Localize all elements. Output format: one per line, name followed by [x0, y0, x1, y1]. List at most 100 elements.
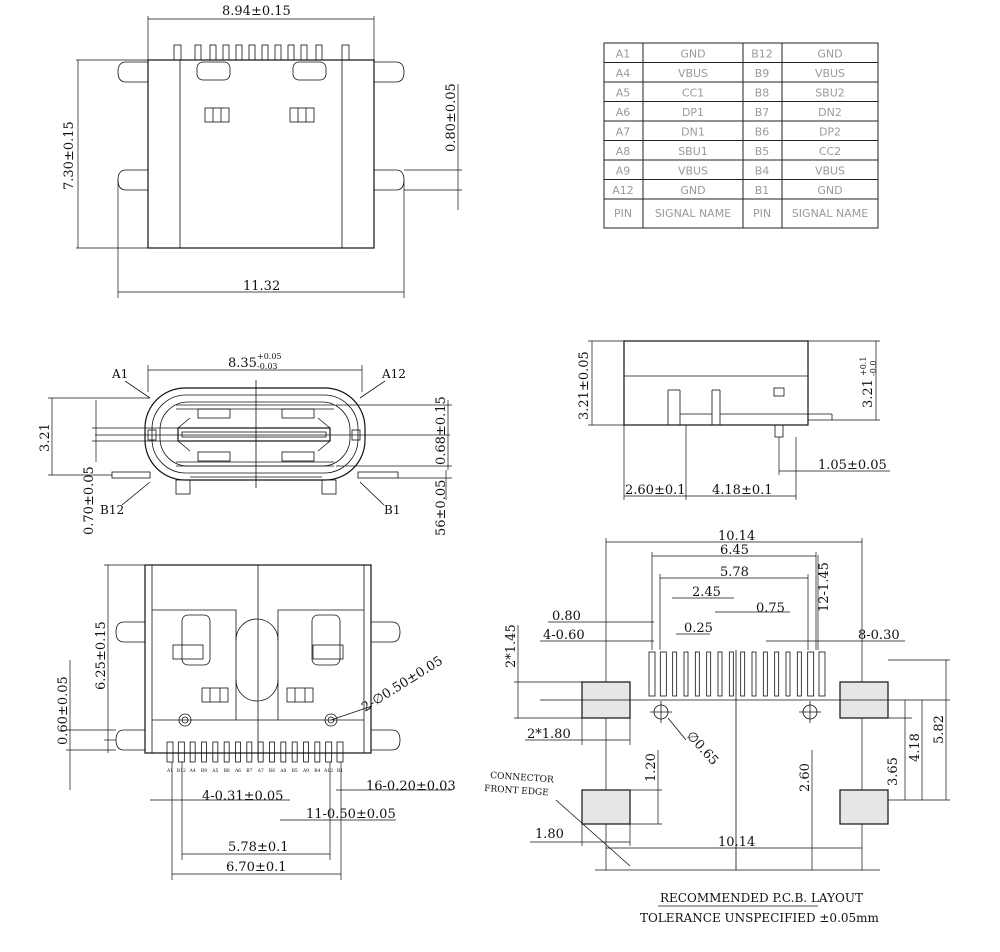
pin-table-cell: CC2: [819, 145, 841, 158]
bottom-pin-label: B7: [246, 768, 252, 774]
bottom-pin-label: A6: [234, 768, 241, 774]
pcb-signal-pad: [694, 651, 700, 697]
pin-table-header: SIGNAL NAME: [655, 207, 731, 220]
pin-table-cell: A9: [616, 165, 631, 178]
pin-table-cell: DN2: [818, 106, 842, 119]
pin-table-cell: VBUS: [815, 165, 845, 178]
top-dim-pin-offset: 0.80±0.05: [444, 83, 459, 152]
side-view: 3.21±0.05 3.21 +0.1 -0.0 2.60±0.1 4.18±0…: [577, 340, 890, 500]
pin-table-cell: A7: [616, 126, 631, 139]
bottom-pin-label: B9: [201, 768, 207, 774]
pcb-dim-d: 0.75: [756, 601, 785, 616]
pin-table-header: SIGNAL NAME: [792, 207, 868, 220]
pcb-signal-pad: [762, 651, 768, 697]
bottom-pin-label: B8: [224, 768, 230, 774]
side-dim-height-left: 3.21±0.05: [577, 351, 592, 420]
pin-table-cell: VBUS: [815, 67, 845, 80]
bottom-pin: [235, 741, 241, 763]
pcb-signal-pads: [648, 651, 826, 697]
bottom-pin-label: A4: [189, 768, 196, 774]
pcb-dim-f: 0.80: [552, 609, 581, 624]
pcb-dim-s: 5.82: [932, 715, 947, 744]
footer-line-1: RECOMMENDED P.C.B. LAYOUT: [660, 891, 863, 905]
pcb-signal-pad: [785, 651, 791, 697]
front-dim-center: 0.70±0.05: [82, 466, 97, 535]
front-dim-width-tol-upper: +0.05: [257, 352, 282, 361]
pcb-dim-h: 8-0.30: [858, 628, 900, 643]
pin-table-cell: B5: [755, 145, 770, 158]
side-dim-c: 1.05±0.05: [818, 458, 887, 473]
front-label-a1: A1: [111, 367, 128, 381]
bottom-pin: [166, 741, 174, 763]
top-view: 8.94±0.15: [62, 4, 462, 298]
pcb-pad-right-lower: [839, 789, 889, 825]
bottom-dim-pins-b: 16-0.20±0.03: [366, 779, 456, 794]
pcb-signal-pad: [672, 651, 678, 697]
top-dim-overall: 11.32: [243, 279, 280, 294]
front-label-a12: A12: [381, 367, 406, 381]
pcb-signal-pad: [740, 651, 746, 697]
pcb-layout: 10.14 6.45 5.78 2.45 0.75 0.25 0.80 4-0.…: [484, 529, 950, 871]
pin-table-cell: GND: [817, 48, 842, 61]
bottom-pin: [291, 741, 298, 763]
bottom-pin: [303, 741, 309, 763]
front-label-b12: B12: [100, 503, 124, 517]
pcb-dim-p: 2.60: [798, 763, 813, 792]
pcb-signal-pad: [751, 651, 757, 697]
pin-table-cell: GND: [817, 184, 842, 197]
front-dim-slot: 0.68±0.15: [434, 396, 449, 465]
front-dim-tail: 56±0.05: [434, 480, 449, 536]
pcb-dim-k: 2*1.80: [527, 727, 571, 742]
pin-table-cell: DP1: [682, 106, 704, 119]
pin-table-cell: DP2: [819, 126, 841, 139]
pin-table-cell: B6: [755, 126, 770, 139]
front-dim-width-tol-lower: -0.03: [257, 362, 278, 371]
side-dim-b: 4.18±0.1: [712, 483, 773, 498]
pcb-signal-pad: [706, 651, 712, 697]
bottom-dim-span-b: 6.70±0.1: [226, 860, 287, 875]
pin-table-cell: A8: [616, 145, 631, 158]
pin-table-cell: CC1: [682, 87, 704, 100]
side-dim-height-right-tol-lower: -0.0: [869, 361, 878, 376]
side-body: [623, 340, 809, 426]
bottom-pin-label: B4: [314, 768, 320, 774]
pcb-signal-pad: [717, 651, 723, 697]
bottom-pin: [280, 741, 287, 763]
bottom-pin: [177, 741, 185, 763]
pin-table-cell: B12: [751, 48, 773, 61]
pin-table-cell: B8: [755, 87, 770, 100]
bottom-pin-label: A8: [279, 768, 286, 774]
pin-table-cell: GND: [680, 48, 705, 61]
top-body: [147, 59, 375, 249]
pcb-signal-pad: [774, 651, 780, 697]
bottom-pin: [189, 741, 196, 763]
bottom-dim-body: 6.25±0.15: [94, 621, 109, 690]
footer: RECOMMENDED P.C.B. LAYOUT TOLERANCE UNSP…: [640, 891, 880, 925]
pcb-dim-i: 12-1.45: [817, 562, 832, 612]
bottom-dim-offset: 0.60±0.05: [56, 676, 71, 745]
bottom-pin: [201, 741, 207, 763]
latch-window-left: [204, 107, 230, 123]
pin-table-cell: B1: [755, 184, 770, 197]
bottom-pin-label: B12: [177, 768, 186, 774]
pcb-signal-pad: [659, 651, 667, 697]
bottom-pin: [314, 741, 321, 763]
pcb-dim-j: 2*1.45: [504, 624, 519, 668]
bottom-pin-label: A1: [166, 768, 173, 774]
top-dim-width: 8.94±0.15: [222, 4, 291, 19]
side-dim-height-right: 3.21: [861, 379, 876, 408]
pin-table-cell: A5: [616, 87, 631, 100]
pcb-signal-pad: [807, 651, 815, 697]
pin-table-cell: A12: [612, 184, 634, 197]
pin-table-cell: A4: [616, 67, 631, 80]
pin-table-cell: SBU2: [815, 87, 845, 100]
bottom-pin-label: A5: [211, 768, 218, 774]
bottom-pin: [336, 741, 344, 763]
front-view: 8.35 +0.05 -0.03 A1 A12: [38, 352, 452, 536]
pcb-dim-c: 2.45: [692, 585, 721, 600]
pcb-dim-total: 10.14: [718, 529, 755, 544]
bottom-dim-pins-c: 11-0.50±0.05: [306, 807, 396, 822]
pcb-dim-o: 10.14: [718, 835, 755, 850]
